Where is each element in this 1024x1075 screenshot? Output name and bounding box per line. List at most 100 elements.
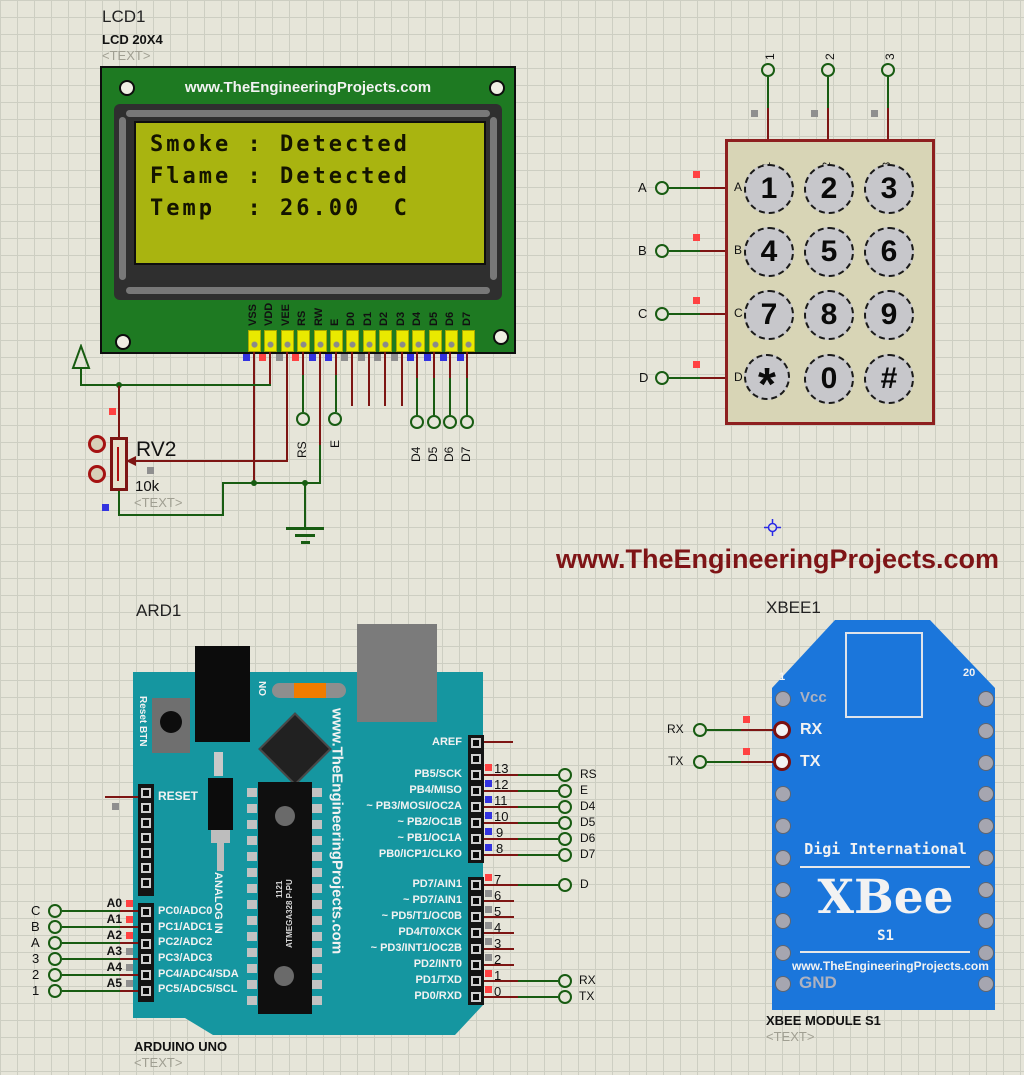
xbee-pin[interactable] <box>775 691 791 707</box>
terminal-d[interactable] <box>558 878 572 892</box>
lcd-pad[interactable] <box>248 330 261 352</box>
header-pin[interactable] <box>141 907 151 917</box>
keypad-col-terminal[interactable] <box>761 63 775 77</box>
header-pin[interactable] <box>141 954 151 964</box>
pot-handle-icon[interactable] <box>88 435 106 453</box>
xbee-pin[interactable] <box>978 691 994 707</box>
header-pin[interactable] <box>471 850 481 860</box>
keypad-key-0[interactable]: 0 <box>804 354 854 404</box>
keypad-key-4[interactable]: 4 <box>744 227 794 277</box>
terminal-rs[interactable] <box>296 412 310 426</box>
left-terminal[interactable] <box>48 920 62 934</box>
header-pin[interactable] <box>471 802 481 812</box>
keypad-row-terminal[interactable] <box>655 307 669 321</box>
lcd-pad[interactable] <box>297 330 310 352</box>
lcd-pad[interactable] <box>429 330 442 352</box>
header-pin[interactable] <box>141 939 151 949</box>
lcd-pad[interactable] <box>264 330 277 352</box>
terminal-d6[interactable] <box>558 832 572 846</box>
keypad-key-1[interactable]: 1 <box>744 164 794 214</box>
header-pin[interactable] <box>141 863 151 873</box>
xbee-body[interactable] <box>772 620 995 1010</box>
xbee-pin[interactable] <box>978 755 994 771</box>
xbee-pin[interactable] <box>978 786 994 802</box>
left-terminal[interactable] <box>48 968 62 982</box>
xbee-pin[interactable] <box>775 882 791 898</box>
header-pin[interactable] <box>471 818 481 828</box>
left-terminal[interactable] <box>48 936 62 950</box>
xbee-pin[interactable] <box>978 818 994 834</box>
header-pin[interactable] <box>471 880 481 890</box>
header-pin[interactable] <box>471 928 481 938</box>
header-pin[interactable] <box>141 818 151 828</box>
keypad-key-5[interactable]: 5 <box>804 227 854 277</box>
keypad-key-2[interactable]: 2 <box>804 164 854 214</box>
xbee-pin[interactable] <box>775 818 791 834</box>
terminal-d7[interactable] <box>460 415 474 429</box>
header-pin[interactable] <box>471 896 481 906</box>
keypad-row-terminal[interactable] <box>655 244 669 258</box>
xbee-pin[interactable] <box>978 945 994 961</box>
terminal-d4[interactable] <box>410 415 424 429</box>
left-terminal[interactable] <box>48 904 62 918</box>
terminal-tx[interactable] <box>693 755 707 769</box>
keypad-key-8[interactable]: 8 <box>804 290 854 340</box>
terminal-d4[interactable] <box>558 800 572 814</box>
header-pin[interactable] <box>471 992 481 1002</box>
reset-button[interactable] <box>160 711 182 733</box>
terminal-d7[interactable] <box>558 848 572 862</box>
header-pin[interactable] <box>141 970 151 980</box>
terminal-rx[interactable] <box>558 974 572 988</box>
xbee-pin[interactable] <box>978 976 994 992</box>
lcd-pad[interactable] <box>363 330 376 352</box>
terminal-rx[interactable] <box>693 723 707 737</box>
pot-handle-icon[interactable] <box>88 465 106 483</box>
header-pin[interactable] <box>141 986 151 996</box>
header-pin[interactable] <box>471 738 481 748</box>
xbee-pin[interactable] <box>775 850 791 866</box>
header-pin[interactable] <box>471 754 481 764</box>
header-pin[interactable] <box>141 878 151 888</box>
terminal-d5[interactable] <box>427 415 441 429</box>
xbee-pin[interactable] <box>978 850 994 866</box>
xbee-pin[interactable] <box>775 976 791 992</box>
keypad-key-6[interactable]: 6 <box>864 227 914 277</box>
keypad-key-3[interactable]: 3 <box>864 164 914 214</box>
lcd-pad[interactable] <box>396 330 409 352</box>
left-terminal[interactable] <box>48 952 62 966</box>
xbee-tx-pin[interactable] <box>773 753 791 771</box>
xbee-pin[interactable] <box>978 913 994 929</box>
xbee-pin[interactable] <box>775 913 791 929</box>
header-pin[interactable] <box>471 770 481 780</box>
keypad-key-hash[interactable]: # <box>864 354 914 404</box>
header-pin[interactable] <box>141 803 151 813</box>
lcd-pad[interactable] <box>379 330 392 352</box>
xbee-pin[interactable] <box>978 882 994 898</box>
left-terminal[interactable] <box>48 984 62 998</box>
header-pin[interactable] <box>471 912 481 922</box>
terminal-d6[interactable] <box>443 415 457 429</box>
lcd-pad[interactable] <box>462 330 475 352</box>
terminal-tx[interactable] <box>558 990 572 1004</box>
keypad-col-terminal[interactable] <box>881 63 895 77</box>
header-pin[interactable] <box>141 848 151 858</box>
keypad-key-star[interactable]: * <box>744 354 790 410</box>
digital-header-low[interactable] <box>468 877 484 1005</box>
keypad-key-7[interactable]: 7 <box>744 290 794 340</box>
lcd-pad[interactable] <box>412 330 425 352</box>
header-pin[interactable] <box>141 788 151 798</box>
lcd-pad[interactable] <box>314 330 327 352</box>
keypad-col-terminal[interactable] <box>821 63 835 77</box>
keypad-key-9[interactable]: 9 <box>864 290 914 340</box>
terminal-d5[interactable] <box>558 816 572 830</box>
header-pin[interactable] <box>471 786 481 796</box>
xbee-rx-pin[interactable] <box>773 721 791 739</box>
digital-header-high[interactable] <box>468 735 484 863</box>
xbee-pin[interactable] <box>775 945 791 961</box>
terminal-e[interactable] <box>558 784 572 798</box>
header-pin[interactable] <box>471 976 481 986</box>
keypad-row-terminal[interactable] <box>655 371 669 385</box>
lcd-pad[interactable] <box>346 330 359 352</box>
header-pin[interactable] <box>471 944 481 954</box>
header-pin[interactable] <box>141 923 151 933</box>
